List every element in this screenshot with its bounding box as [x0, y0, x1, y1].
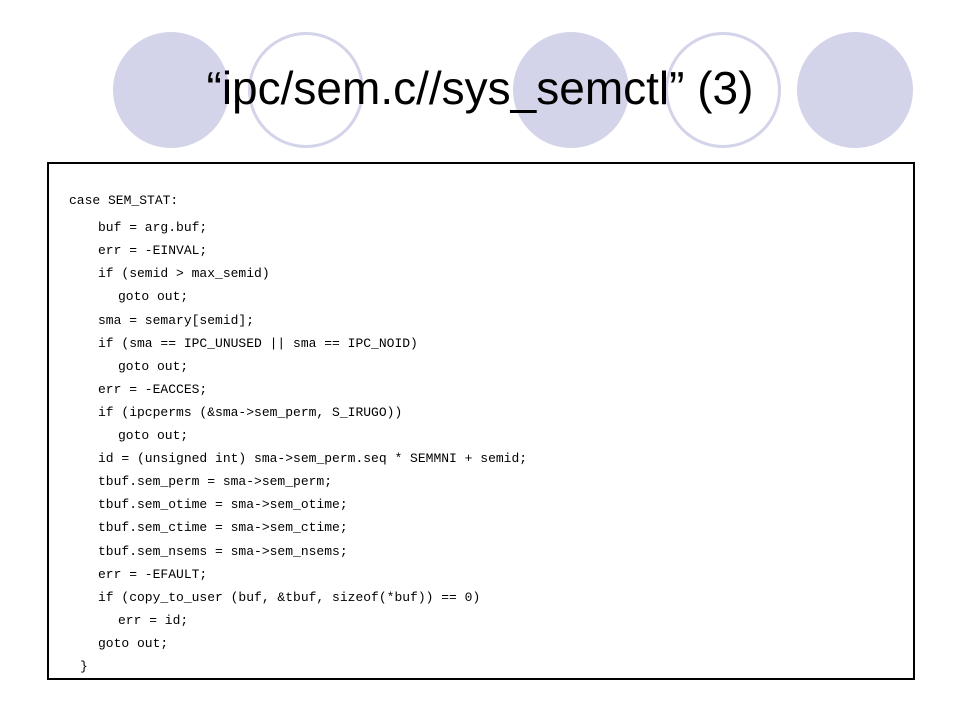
code-line: tbuf.sem_nsems = sma->sem_nsems;	[98, 543, 348, 559]
code-line: buf = arg.buf;	[98, 220, 208, 236]
decor-circle-filled	[113, 32, 229, 148]
decor-circle-filled	[797, 32, 913, 148]
code-line: err = -EACCES;	[98, 381, 208, 397]
code-line: sma = semary[semid];	[98, 312, 255, 328]
code-line: err = -EINVAL;	[98, 243, 208, 259]
code-line: goto out;	[98, 635, 169, 651]
code-line: case SEM_STAT:	[69, 193, 179, 208]
code-line: if (semid > max_semid)	[98, 266, 270, 282]
decor-circle-ring	[665, 32, 781, 148]
code-line: }	[80, 659, 88, 674]
code-line: if (copy_to_user (buf, &tbuf, sizeof(*bu…	[98, 589, 481, 605]
code-block: case SEM_STAT:buf = arg.buf; err = -EINVA…	[47, 162, 915, 680]
code-line: err = -EFAULT;	[98, 566, 208, 582]
code-line: if (ipcperms (&sma->sem_perm, S_IRUGO))	[98, 404, 403, 420]
code-line: goto out;	[118, 428, 189, 443]
code-line: if (sma == IPC_UNUSED || sma == IPC_NOID…	[98, 335, 418, 351]
code-line: tbuf.sem_perm = sma->sem_perm;	[98, 474, 333, 490]
code-line: tbuf.sem_otime = sma->sem_otime;	[98, 497, 348, 513]
code-line: tbuf.sem_ctime = sma->sem_ctime;	[98, 520, 348, 536]
code-line: goto out;	[118, 289, 189, 305]
code-line: goto out;	[118, 358, 189, 374]
code-line: err = id;	[118, 612, 189, 628]
code-line: id = (unsigned int) sma->sem_perm.seq * …	[98, 451, 528, 467]
slide-title: “ipc/sem.c//sys_semctl” (3)	[206, 62, 754, 114]
decor-circle-ring	[248, 32, 364, 148]
decor-circle-filled	[513, 32, 629, 148]
